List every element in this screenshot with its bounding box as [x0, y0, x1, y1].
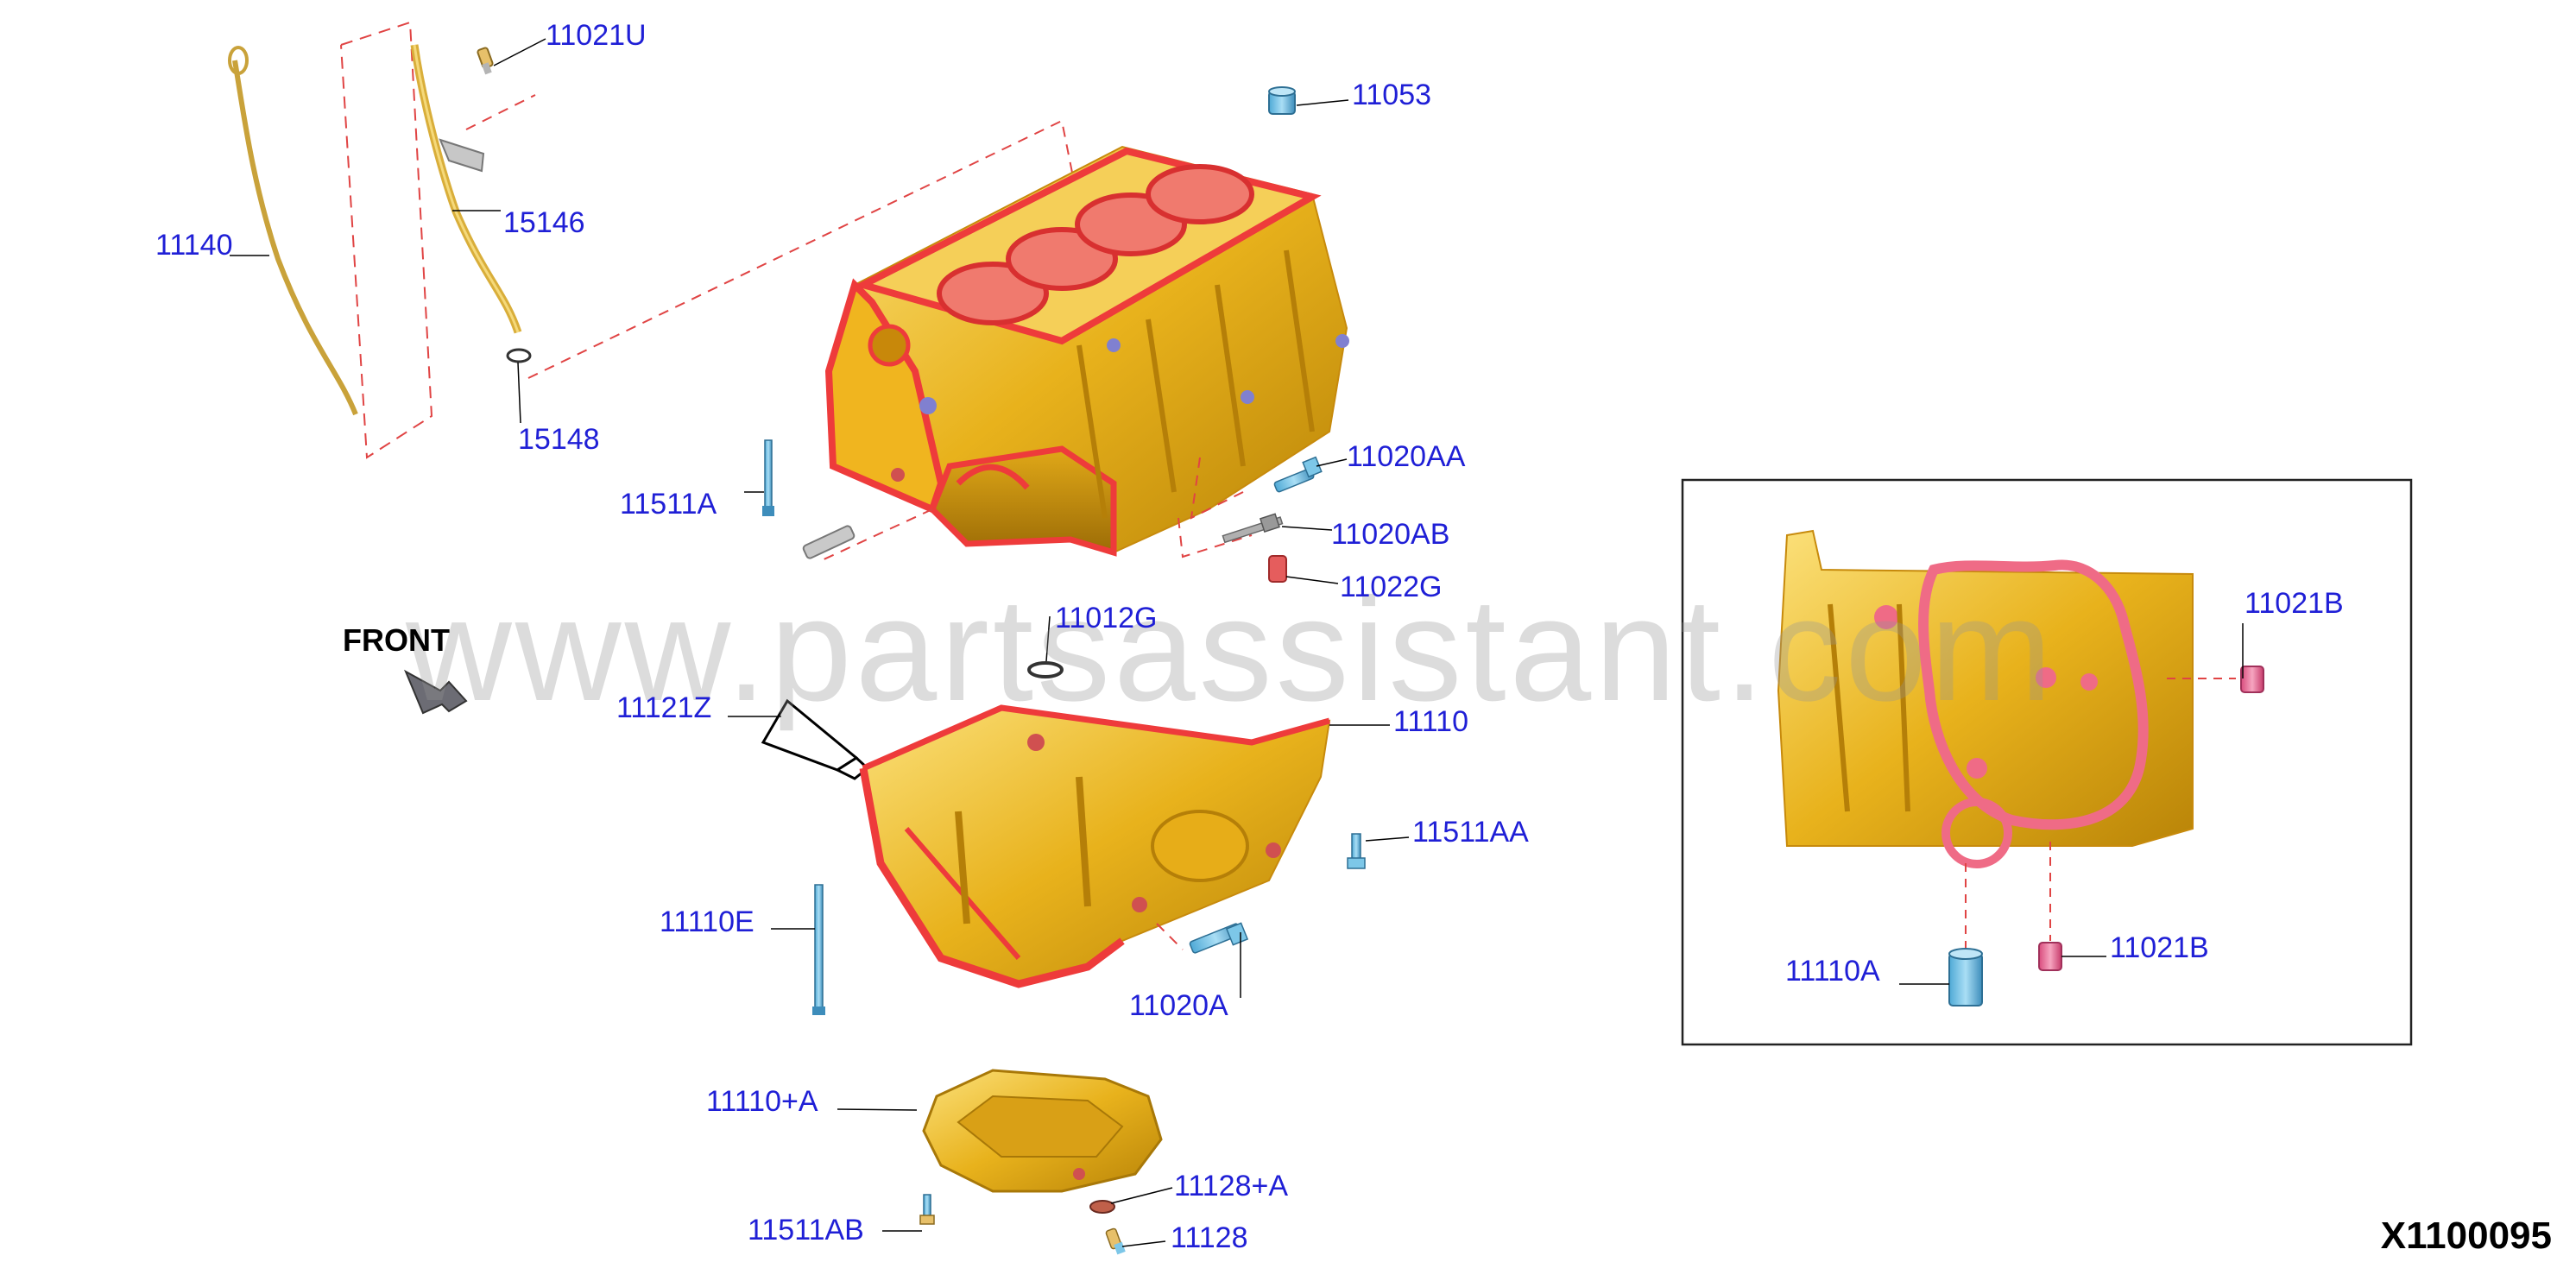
callout-11140[interactable]: 11140 [155, 229, 233, 262]
o-ring-11012G [1027, 661, 1064, 678]
callout-11021B-top[interactable]: 11021B [2245, 587, 2344, 620]
callout-11020A[interactable]: 11020A [1129, 989, 1228, 1022]
callout-11128-plus-A[interactable]: 11128+A [1174, 1170, 1289, 1202]
diagram-code: X1100095 [2380, 1215, 2552, 1257]
front-label: FRONT [343, 622, 450, 658]
callout-11020AB[interactable]: 11020AB [1331, 518, 1450, 551]
callout-11110-plus-A[interactable]: 11110+A [706, 1085, 818, 1118]
plug-11022G [1268, 555, 1287, 583]
bolt-11511AA [1347, 833, 1366, 869]
callout-11110A[interactable]: 11110A [1785, 955, 1880, 988]
callout-11511AA[interactable]: 11511AA [1412, 816, 1529, 849]
bolt-11020A [1189, 922, 1249, 954]
plug-11053 [1268, 86, 1296, 115]
callout-15148[interactable]: 15148 [518, 423, 600, 456]
callout-15146[interactable]: 15146 [503, 206, 585, 239]
callout-11022G[interactable]: 11022G [1340, 571, 1443, 603]
callout-11053[interactable]: 11053 [1352, 79, 1432, 111]
bolt-11511A [762, 439, 774, 516]
front-arrow-icon [403, 669, 468, 715]
stud-11110E [812, 884, 825, 1015]
drain-plug-11128 [1105, 1227, 1126, 1255]
callout-11021B-bottom[interactable]: 11021B [2110, 931, 2209, 964]
gasket-11128A [1089, 1200, 1115, 1214]
bolt-11021U [477, 47, 494, 75]
bolt-11020AA [1273, 456, 1323, 493]
inset-frame [1681, 478, 2413, 1046]
oil-pan [922, 1069, 1163, 1193]
leader-lines [230, 38, 2244, 1247]
callout-11121Z[interactable]: 11121Z [616, 691, 712, 724]
callout-11128[interactable]: 11128 [1171, 1221, 1248, 1254]
callout-11110[interactable]: 11110 [1393, 705, 1468, 738]
callout-11511AB[interactable]: 11511AB [748, 1214, 864, 1246]
cylinder-block [819, 145, 1349, 562]
bolt-main-bearing [802, 525, 856, 559]
plug-11021B-top [2240, 666, 2264, 693]
dipstick-group [228, 21, 1076, 459]
ladder-frame-11110 [859, 704, 1331, 988]
callout-11511A[interactable]: 11511A [620, 488, 717, 521]
callout-11021U[interactable]: 11021U [546, 19, 647, 52]
bolt-11020AB [1222, 513, 1284, 544]
dowel-11110A [1948, 948, 1983, 1006]
bolt-11511AB [919, 1194, 935, 1225]
inset-block-bottom-view [1777, 529, 2236, 950]
callout-11012G[interactable]: 11012G [1055, 602, 1158, 634]
callout-11110E[interactable]: 11110E [660, 906, 754, 938]
plug-11021B-bottom [2038, 942, 2062, 971]
callout-11020AA[interactable]: 11020AA [1347, 440, 1466, 473]
